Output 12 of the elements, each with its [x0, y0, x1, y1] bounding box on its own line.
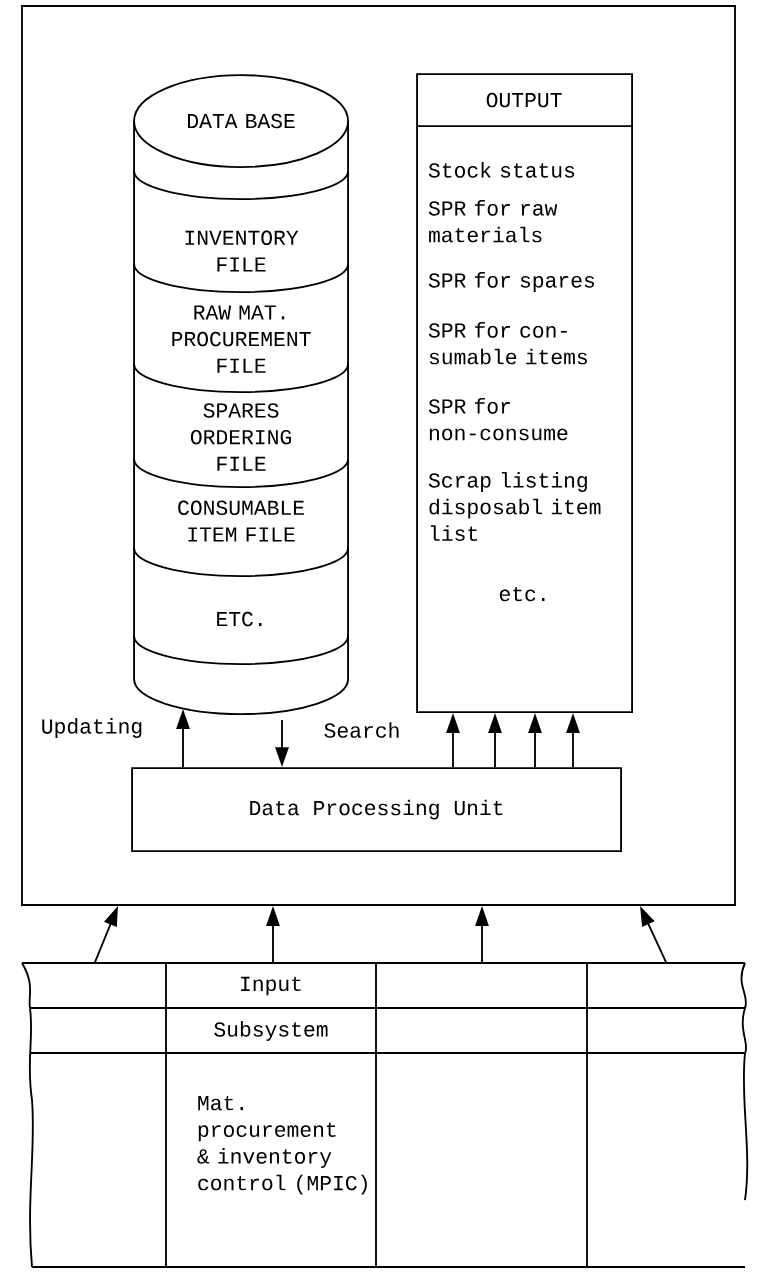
input-subsystem-table: Input Subsystem Mat. procurement & inventory control (MPIC) — [21, 962, 749, 1268]
edge-label: Search — [322, 720, 402, 740]
node-label: SPARES ORDERING FILE — [190, 403, 291, 471]
node-label: CONSUMABLE ITEM FILE — [178, 500, 304, 542]
node-label: RAW MAT. PROCUREMENT FILE — [172, 305, 311, 373]
edge-label: Updating — [39, 716, 145, 740]
node-label: ETC. — [217, 611, 262, 627]
process-box: Data Processing Unit — [131, 767, 622, 852]
database-cylinder: DATA BASE INVENTORY FILE RAW MAT. PROCUREMENT FILE SPARES ORDERING FILE CONSUMABLE ITEM FILE ETC. — [133, 74, 349, 715]
node-label: INVENTORY FILE — [185, 230, 299, 272]
system-frame — [21, 5, 736, 906]
output-box: OUTPUT Stock status SPR for raw materials SPR for spares SPR for con- sumable items SPR for non-consume Scrap listing disposabl item list etc. — [416, 73, 633, 713]
